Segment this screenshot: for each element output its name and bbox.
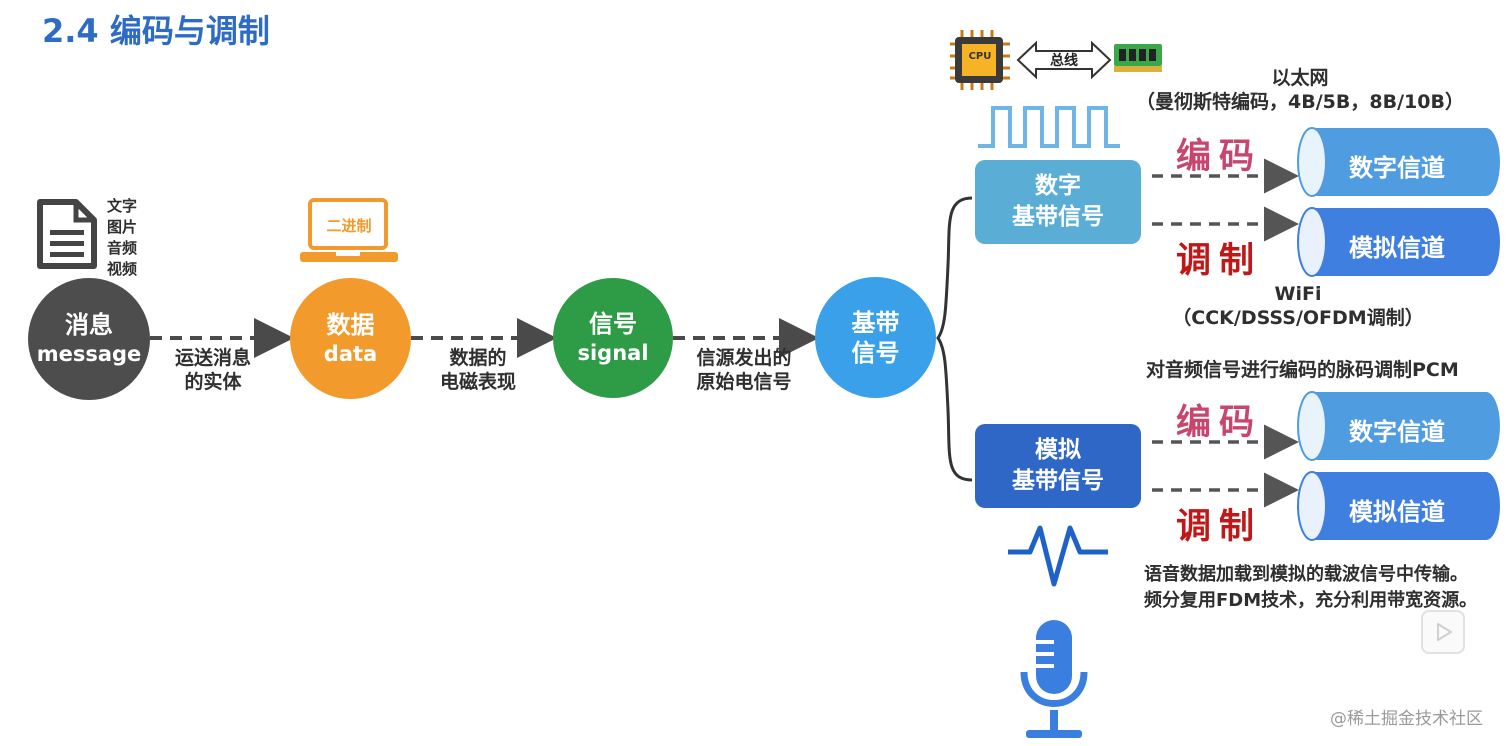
wifi-note: WiFi （CCK/DSSS/OFDM调制） — [1172, 283, 1424, 329]
node-data: 数据 data — [290, 278, 411, 399]
square-wave-icon — [978, 106, 1120, 148]
laptop-label: 二进制 — [326, 217, 372, 235]
edge-label-message-data: 运送消息 的实体 — [174, 347, 251, 393]
watermark: @稀土掘金技术社区 — [1330, 709, 1483, 729]
edge-label-data-signal: 数据的 电磁表现 — [439, 347, 516, 393]
node-baseband: 基带 信号 — [815, 277, 936, 398]
analog-channel-cylinder-2 — [1297, 471, 1500, 541]
fdm-note: 语音数据加载到模拟的载波信号中传输。 频分复用FDM技术，充分利用带宽资源。 — [1144, 564, 1478, 611]
analog-channel-label-1: 模拟信道 — [1349, 234, 1445, 262]
memory-icon — [1114, 44, 1162, 72]
document-icon — [37, 199, 97, 269]
message-types: 文字 图片 音频 视频 — [107, 197, 138, 278]
encode-label-analog: 编码 — [1176, 403, 1263, 443]
cpu-icon — [950, 30, 1010, 90]
analog-channel-cylinder-1 — [1297, 207, 1500, 277]
digital-channel-label-2: 数字信道 — [1349, 418, 1445, 446]
digital-channel-cylinder-2 — [1297, 391, 1500, 461]
digital-channel-cylinder-1 — [1297, 127, 1500, 197]
node-signal: 信号 signal — [553, 278, 673, 398]
analog-channel-label-2: 模拟信道 — [1349, 498, 1445, 526]
pcm-note: 对音频信号进行编码的脉码调制PCM — [1146, 359, 1459, 381]
analog-wave-icon — [1008, 525, 1108, 587]
node-message: 消息 message — [28, 278, 150, 400]
encode-label-digital: 编码 — [1176, 137, 1263, 177]
modulate-label-analog: 调制 — [1176, 507, 1263, 547]
play-icon — [1437, 623, 1452, 641]
edge-label-signal-baseband: 信源发出的 原始电信号 — [696, 347, 792, 393]
microphone-icon — [1020, 620, 1088, 738]
modulate-label-digital: 调制 — [1176, 241, 1263, 281]
page-title: 2.4 编码与调制 — [42, 12, 270, 50]
analog-baseband-box: 模拟 基带信号 — [975, 424, 1141, 508]
digital-baseband-box: 数字 基带信号 — [975, 160, 1141, 244]
branch-brace — [936, 196, 973, 482]
bus-label: 总线 — [1050, 53, 1078, 69]
digital-channel-label-1: 数字信道 — [1349, 154, 1445, 182]
bus-arrow-icon — [1016, 40, 1112, 80]
play-button[interactable] — [1421, 610, 1465, 654]
laptop-icon — [300, 198, 398, 262]
ethernet-note: 以太网 （曼彻斯特编码，4B/5B，8B/10B） — [1136, 67, 1464, 113]
cpu-label: CPU — [968, 51, 992, 62]
